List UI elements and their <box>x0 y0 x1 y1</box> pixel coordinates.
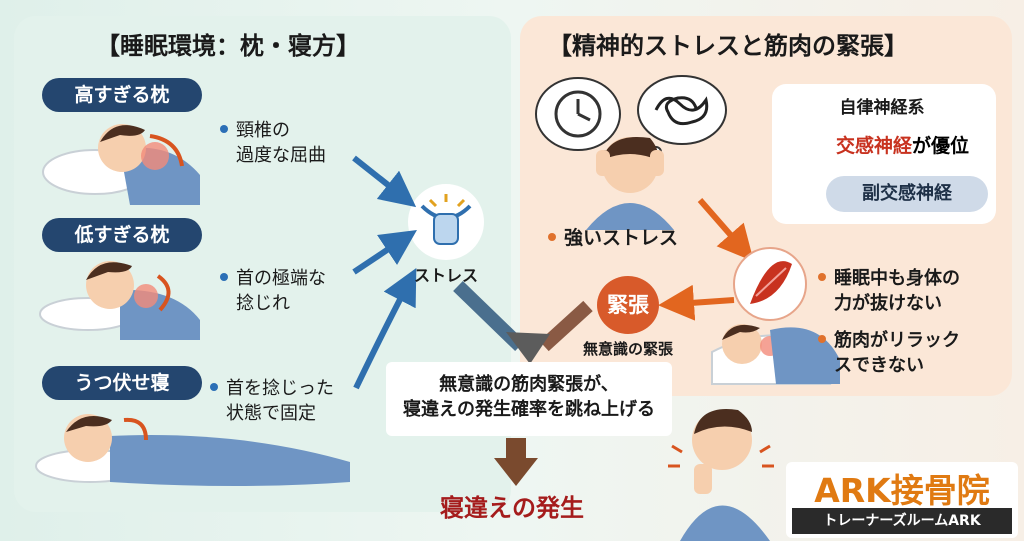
bullet-text-line1: 首を捻じった <box>226 378 334 399</box>
left-panel-title: 【睡眠環境：枕・寝方】 <box>96 26 360 61</box>
tension-badge: 緊張 <box>597 276 659 334</box>
no-relax-during-sleep-bullet: 睡眠中も身体の 力が抜けない <box>818 266 960 316</box>
neck-stress-icon <box>408 184 484 260</box>
right-panel-title: 【精神的ストレスと筋肉の緊張】 <box>548 26 908 61</box>
bullet-dot-icon <box>548 233 556 241</box>
brand-name: ARK接骨院 <box>786 464 1018 512</box>
high-pillow-label: 高すぎる枕 <box>42 78 202 112</box>
unconscious-tension-label: 無意識の緊張 <box>560 338 696 359</box>
dominant-label: が優位 <box>912 135 969 157</box>
bullet-text-line2: 過度な屈曲 <box>220 143 326 168</box>
bullet-text-line1: 頸椎の <box>236 120 290 141</box>
bullet-text-line2: 力が抜けない <box>818 291 960 316</box>
parasympathetic-label: 副交感神経 <box>826 176 988 212</box>
bullet-text-line2: 捻じれ <box>220 291 326 316</box>
low-pillow-label: 低すぎる枕 <box>42 218 202 252</box>
high-pillow-bullet: 頸椎の 過度な屈曲 <box>220 118 326 168</box>
sympathetic-dominant-text: 交感神経が優位 <box>836 131 969 158</box>
bullet-text-line1: 筋肉がリラック <box>834 330 960 351</box>
bullet-dot-icon <box>818 335 826 343</box>
bullet-dot-icon <box>220 125 228 133</box>
bullet-dot-icon <box>210 383 218 391</box>
brand-logo: ARK接骨院 トレーナーズルームARK <box>786 462 1018 538</box>
high-pillow-illustration <box>43 124 200 205</box>
bullet-text-line2: スできない <box>818 353 960 378</box>
prone-sleep-label: うつ伏せ寝 <box>42 366 202 400</box>
muscle-no-relax-bullet: 筋肉がリラック スできない <box>818 328 960 378</box>
autonomic-title: 自律神経系 <box>822 93 942 118</box>
muscle-icon <box>734 248 806 320</box>
low-pillow-illustration <box>40 261 200 340</box>
stress-node-label: ストレス <box>406 262 486 286</box>
low-pillow-bullet: 首の極端な 捻じれ <box>220 266 326 316</box>
brand-subtitle: トレーナーズルームARK <box>792 508 1012 534</box>
bullet-dot-icon <box>220 273 228 281</box>
stiff-neck-onset-label: 寝違えの発生 <box>412 488 612 523</box>
conclusion-box: 無意識の筋肉緊張が、 寝違えの発生確率を跳ね上げる <box>386 362 672 436</box>
prone-sleep-bullet: 首を捻じった 状態で固定 <box>210 376 334 426</box>
strong-stress-bullet: 強いストレス <box>548 226 678 251</box>
sympathetic-label: 交感神経 <box>836 135 912 157</box>
bullet-text-line1: 首の極端な <box>236 268 326 289</box>
conclusion-line2: 寝違えの発生確率を跳ね上げる <box>386 397 672 422</box>
bullet-dot-icon <box>818 273 826 281</box>
neck-pain-person-illustration <box>668 409 774 541</box>
bullet-text-line1: 睡眠中も身体の <box>834 268 960 289</box>
stressed-person-illustration <box>586 137 674 230</box>
strong-stress-text: 強いストレス <box>564 227 678 249</box>
bullet-text-line2: 状態で固定 <box>210 401 334 426</box>
conclusion-line1: 無意識の筋肉緊張が、 <box>386 372 672 397</box>
